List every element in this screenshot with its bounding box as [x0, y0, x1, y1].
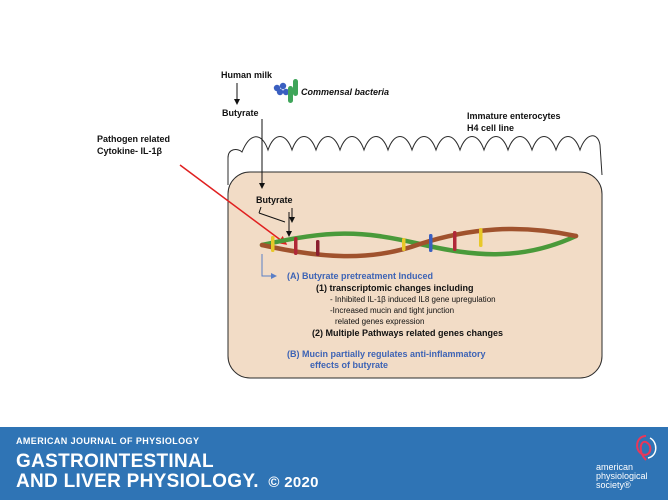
human-milk-label: Human milk: [221, 70, 273, 80]
result-a1-bullet-2: -Increased mucin and tight junction: [330, 306, 455, 315]
dna-base-pairs: [271, 228, 483, 256]
pathogen-arrow: [179, 164, 288, 245]
inhibition-mark: [258, 206, 286, 223]
enterocyte-cell: [227, 171, 603, 379]
journal-footer: [0, 427, 668, 500]
society-line-3: society®: [596, 480, 631, 490]
journal-name-small: AMERICAN JOURNAL OF PHYSIOLOGY: [16, 436, 200, 446]
dna-strand-brown: [259, 226, 579, 259]
microvilli-border: [227, 135, 603, 185]
result-a1-bullet-1: - Inhibited IL-1β induced IL8 gene upreg…: [330, 295, 496, 304]
bacteria-icon: [273, 79, 298, 103]
commensal-bacteria-label: Commensal bacteria: [301, 87, 390, 97]
journal-title-line-1: GASTROINTESTINAL: [16, 451, 214, 472]
pathogen-label: Pathogen related: [97, 134, 171, 144]
result-a1: (1) transcriptomic changes including: [316, 283, 474, 293]
journal-title-line-2-text: AND LIVER PHYSIOLOGY.: [16, 471, 259, 492]
result-b-line-1: (B) Mucin partially regulates anti-infla…: [287, 349, 486, 359]
result-a1-bullet-3: related genes expression: [335, 317, 425, 326]
h4-cell-line-label: H4 cell line: [467, 123, 515, 133]
copyright-text: © 2020: [268, 474, 319, 491]
result-a-title: (A) Butyrate pretreatment Induced: [287, 271, 434, 281]
society-line-2: physiological: [596, 471, 648, 481]
results-bracket-arrow: [261, 254, 277, 279]
butyrate-cell-label: Butyrate: [256, 195, 293, 205]
cytokine-label: Cytokine- IL-1β: [97, 146, 162, 156]
diagram-canvas: [179, 79, 603, 379]
butyrate-top-label: Butyrate: [222, 108, 259, 118]
immature-enterocytes-label: Immature enterocytes: [467, 111, 561, 121]
aps-logo-icon: [636, 435, 657, 461]
result-a2: (2) Multiple Pathways related genes chan…: [312, 328, 504, 338]
journal-title-line-2: AND LIVER PHYSIOLOGY. © 2020: [16, 472, 319, 493]
society-line-1: american: [596, 462, 634, 472]
result-b-line-2: effects of butyrate: [310, 360, 389, 370]
